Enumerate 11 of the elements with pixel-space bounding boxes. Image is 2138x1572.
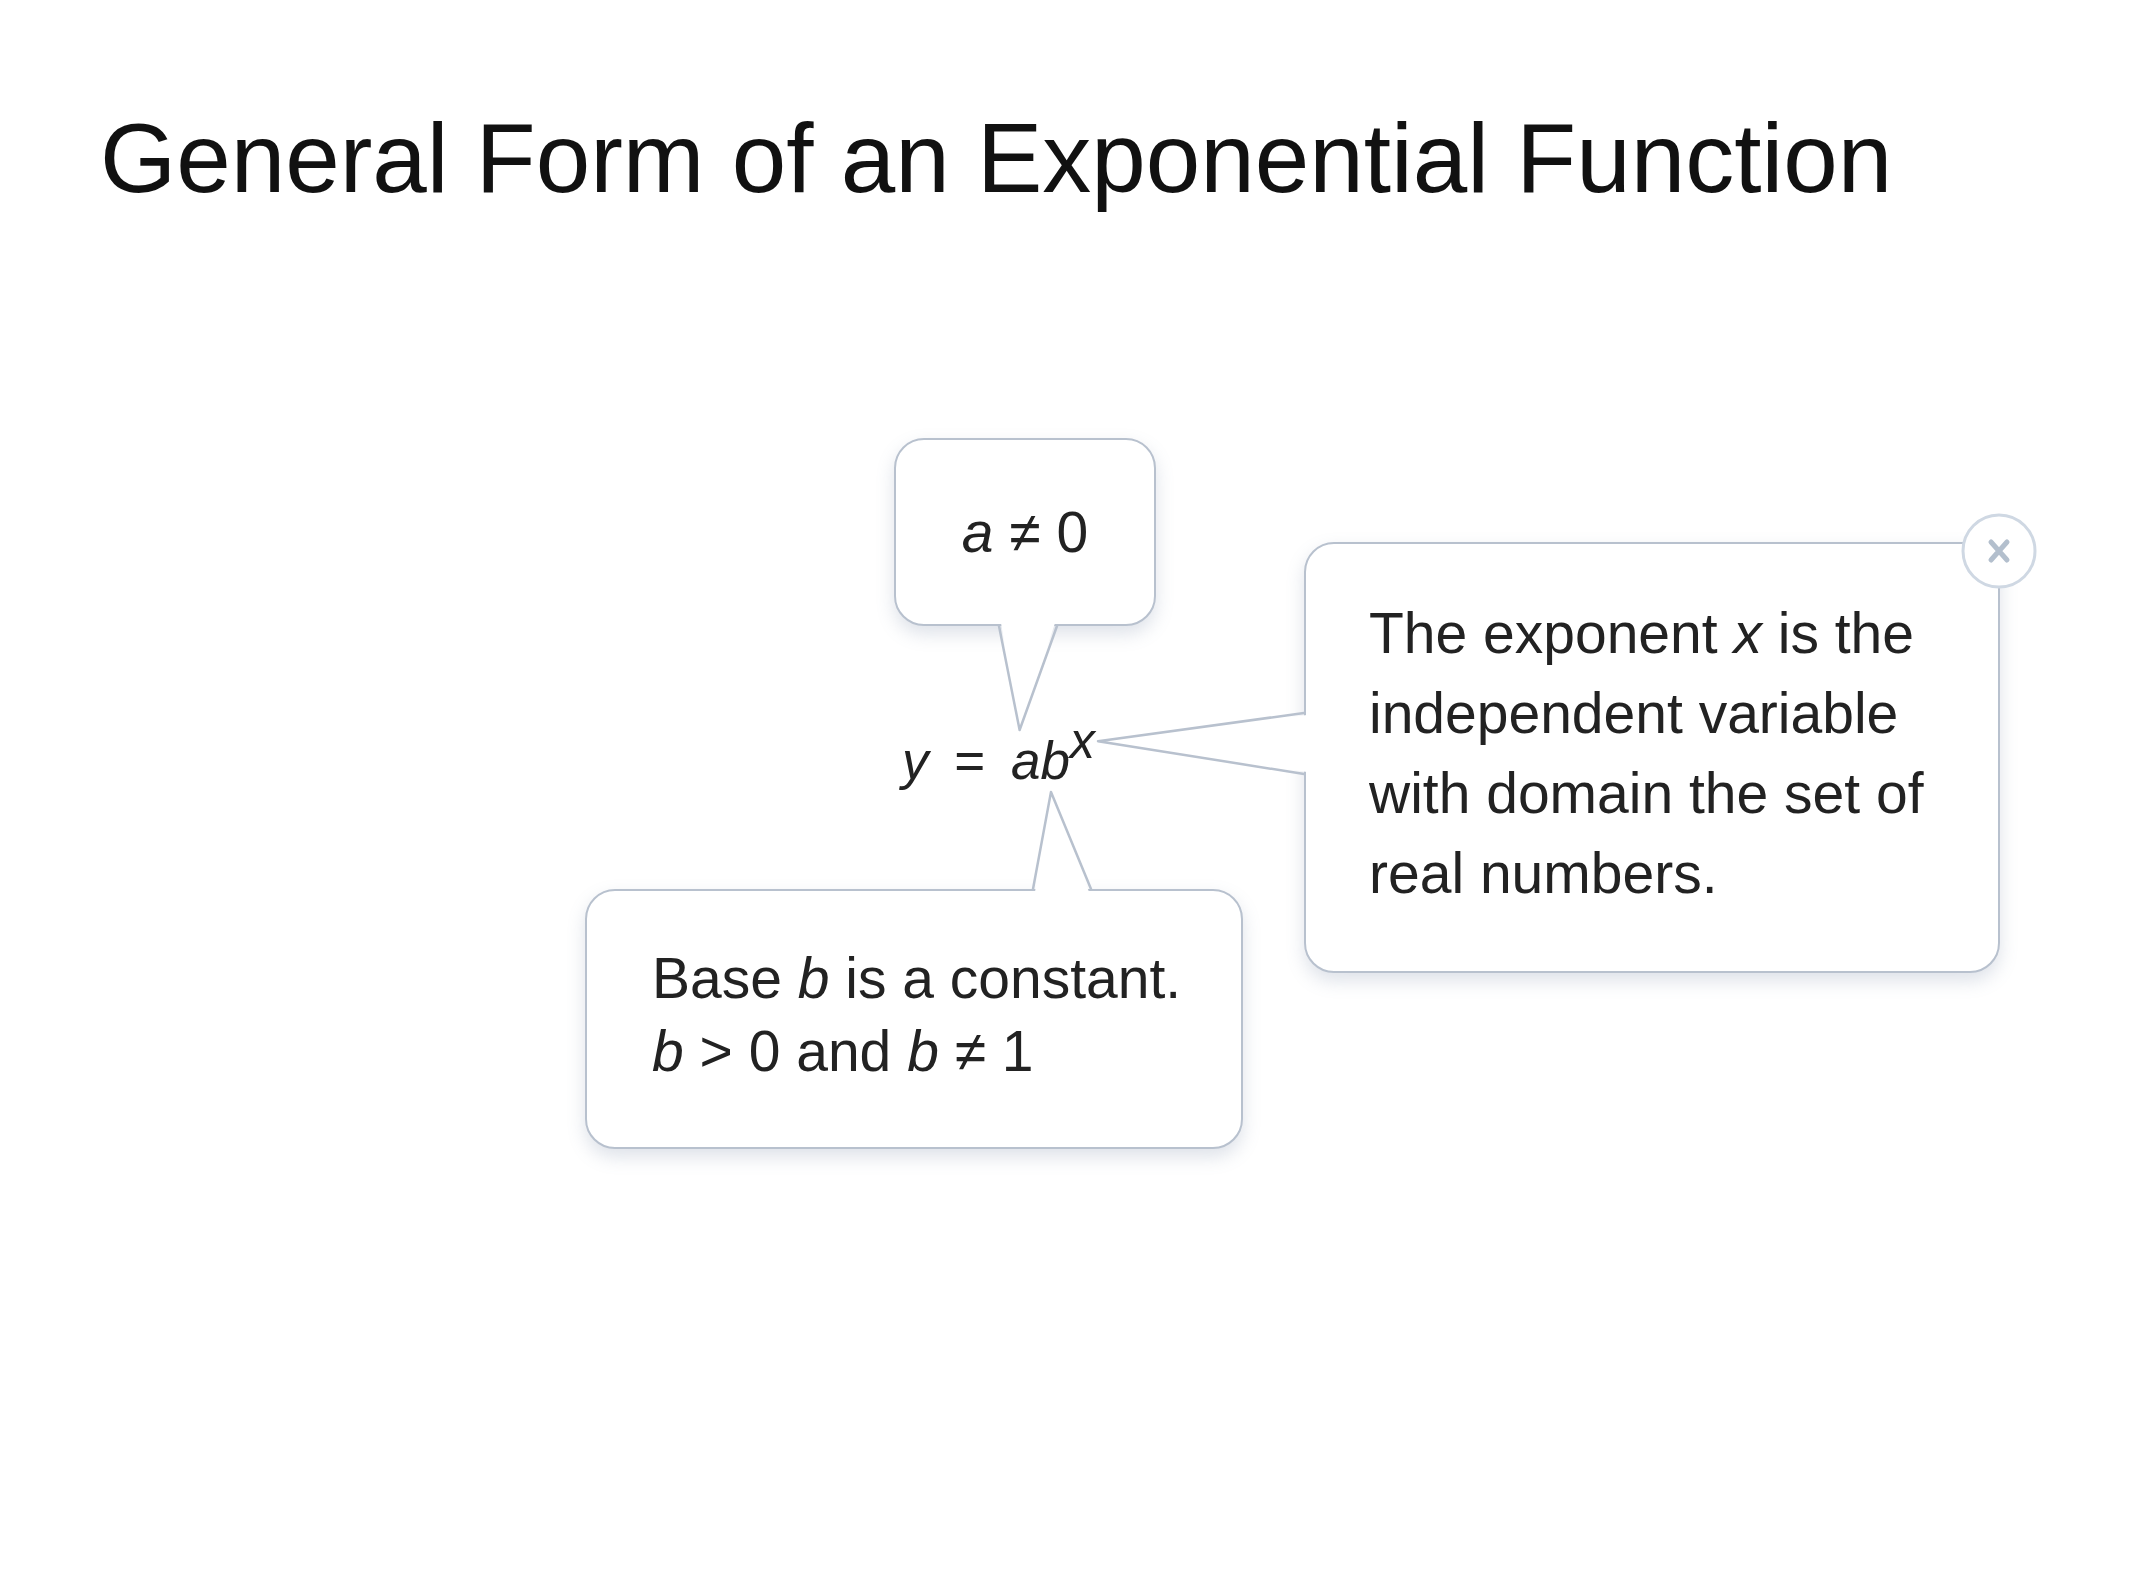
callout-text: Base b is a constant. [652, 945, 1182, 1012]
callout-text: The exponent x is the independent variable with domain the set of real numbers. [1369, 600, 1925, 907]
callout-pointer [1031, 790, 1093, 891]
callout-bubble [585, 889, 1243, 1149]
callout-bubble [1304, 542, 2000, 973]
callout-pointer [997, 624, 1059, 732]
callout-bubble [894, 438, 1156, 626]
callout-text: b > 0 and b ≠ 1 [652, 1018, 1034, 1085]
callout-text: a ≠ 0 [961, 499, 1089, 565]
title: General Form of an Exponential Function [100, 102, 1893, 215]
callout-pointer [1096, 711, 1306, 776]
